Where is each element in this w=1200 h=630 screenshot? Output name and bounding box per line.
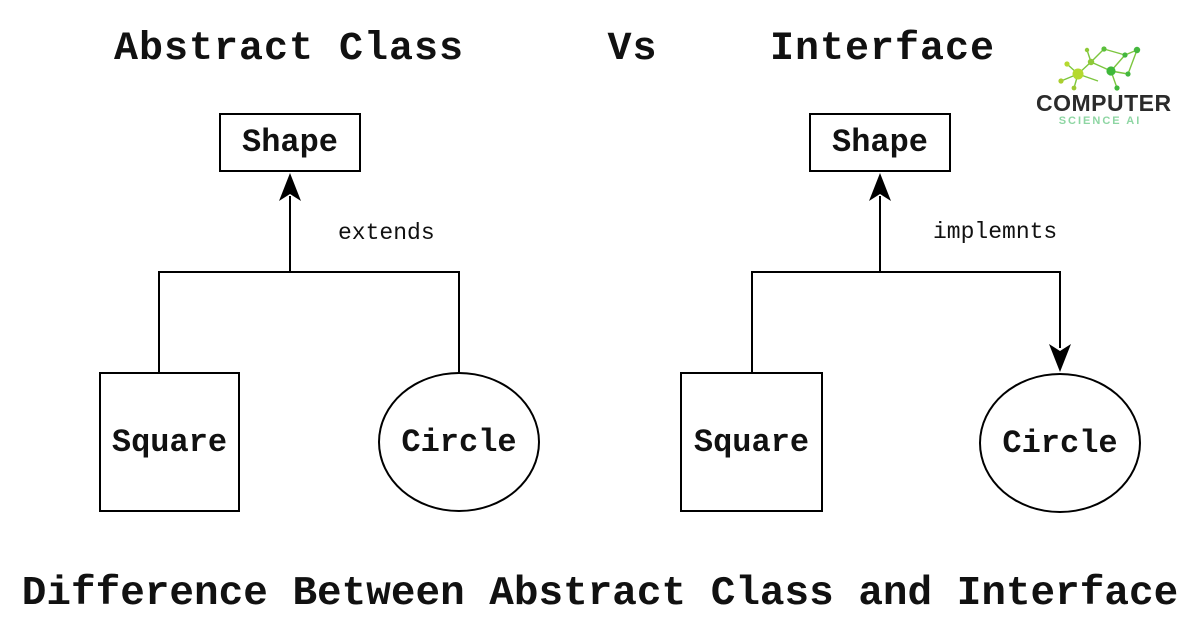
right-diagram-title: Interface [770,27,996,72]
right-shape-node: Shape [809,113,951,172]
network-nodes-icon [1058,46,1141,91]
vs-separator: Vs [607,27,658,72]
right-circle-label: Circle [1002,424,1118,462]
right-square-label: Square [693,423,810,461]
right-shape-label: Shape [831,124,928,161]
left-shape-label: Shape [241,124,338,161]
right-up-arrowhead [869,173,891,201]
right-relation-label: implemnts [933,219,1058,245]
left-circle-label: Circle [401,423,517,461]
logo-title: COMPUTER [1036,90,1172,116]
left-square-node: Square [99,372,240,512]
logo-subtitle: SCIENCE AI [1058,115,1142,127]
left-up-arrowhead [279,173,301,201]
left-relation-label: extends [338,220,435,246]
right-down-arrowhead [1049,344,1071,372]
left-diagram-title: Abstract Class [113,27,465,72]
computer-science-ai-logo: COMPUTER SCIENCE AI [1036,44,1172,136]
left-shape-node: Shape [219,113,361,172]
left-circle-node: Circle [378,372,540,512]
right-square-node: Square [680,372,823,512]
left-square-label: Square [111,423,228,461]
right-circle-node: Circle [979,373,1141,513]
footer-caption: Difference Between Abstract Class and In… [21,571,1179,617]
